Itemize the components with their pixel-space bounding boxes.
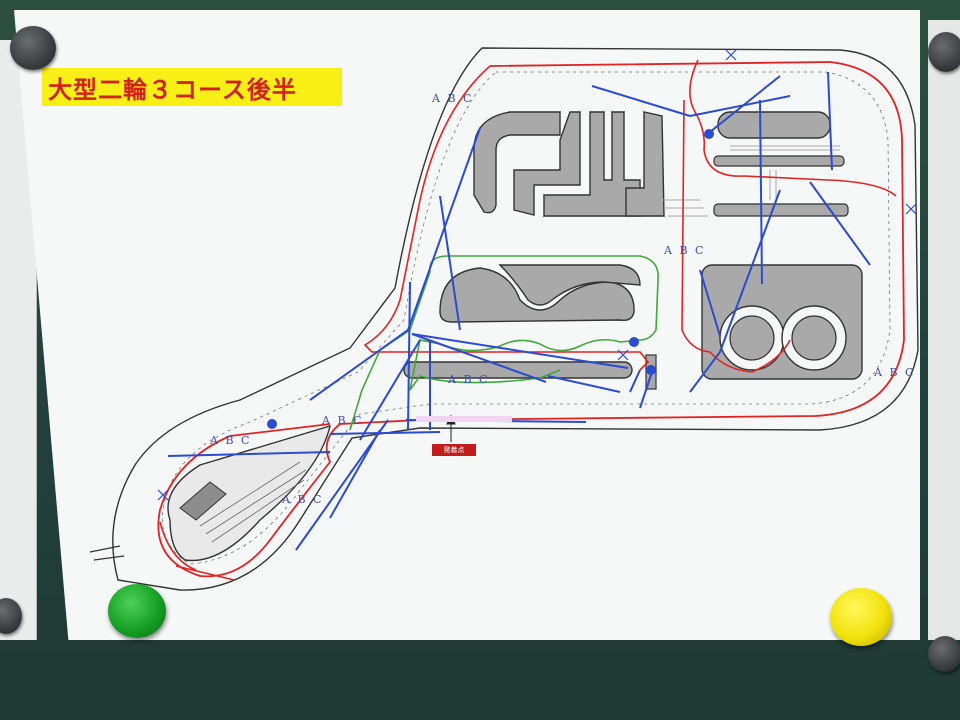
yellow-magnet — [830, 588, 892, 646]
course-label-left-lower: A B C — [282, 493, 324, 506]
start-point-label: 発着点 — [432, 444, 476, 456]
route-red-left-return — [159, 521, 235, 581]
title-banner: 大型二輪３コース後半 — [42, 68, 342, 106]
pushpin-bottom-left — [0, 598, 22, 634]
adjacent-sheet-right — [928, 20, 960, 640]
exit-lines — [89, 545, 125, 561]
block-lower-bar — [403, 361, 633, 379]
page-title: 大型二輪３コース後半 — [48, 74, 297, 104]
left-island — [167, 424, 331, 562]
block-top-right-1 — [717, 111, 831, 139]
course-outline-outer — [112, 47, 919, 591]
block-crank-4 — [625, 111, 665, 217]
block-crank-3 — [543, 111, 641, 217]
course-label-top-left: A B C — [432, 92, 474, 105]
course-label-left-middle: A B C — [210, 434, 252, 447]
crosswalk-stripes — [660, 145, 840, 217]
green-magnet — [108, 584, 166, 638]
cross-marks — [157, 49, 917, 501]
checkpoint-dots — [267, 129, 714, 429]
route-red-inner — [363, 65, 650, 371]
block-wave-upper — [498, 264, 641, 306]
course-label-right-middle: A B C — [664, 244, 706, 257]
left-island-block — [179, 481, 227, 521]
block-crank-2 — [513, 111, 581, 216]
pushpin-top-left — [10, 26, 56, 70]
course-label-middle: A B C — [448, 373, 490, 386]
block-crank-1 — [473, 111, 561, 214]
pushpin-top-right — [928, 32, 960, 72]
block-wave — [439, 267, 635, 323]
course-label-center-lower: A B C — [322, 414, 364, 427]
block-top-right-2 — [713, 155, 845, 167]
figure-eight-left-center — [729, 315, 775, 361]
left-island-stripes — [199, 461, 307, 543]
route-red-main — [157, 61, 905, 578]
course-label-right-lower: A B C — [874, 366, 916, 379]
pushpin-bottom-right — [928, 636, 960, 672]
route-red-right-loop — [681, 59, 897, 373]
start-marker-band — [416, 416, 512, 422]
figure-eight-right-center — [791, 315, 837, 361]
block-top-right-3 — [713, 203, 849, 217]
